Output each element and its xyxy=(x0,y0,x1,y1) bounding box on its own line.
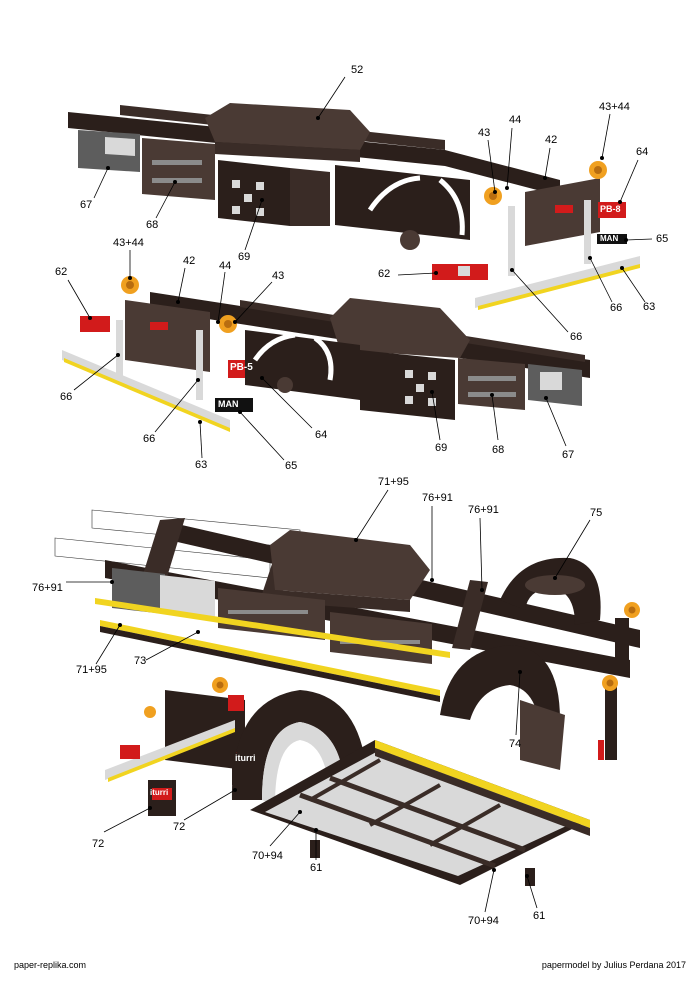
brand-decal-a: iturri xyxy=(150,788,169,797)
part-52b xyxy=(330,298,470,358)
plate-decal-b: PB-5 xyxy=(230,362,253,373)
plate-decal-a: PB-8 xyxy=(600,204,621,214)
label-part-66-mid-a: 66 xyxy=(60,391,73,403)
chassis-view-3 xyxy=(54,509,640,770)
label-part-75: 75 xyxy=(590,507,603,519)
part-74 xyxy=(440,645,560,740)
chassis-view-4 xyxy=(105,677,590,886)
chassis-view-2 xyxy=(62,276,590,432)
label-part-68-top: 68 xyxy=(146,219,159,231)
part-69b xyxy=(360,350,455,420)
label-part-72-b: 72 xyxy=(173,821,186,833)
label-part-76-91-b: 76+91 xyxy=(468,504,499,516)
label-part-72-a: 72 xyxy=(92,838,105,850)
label-part-42-top: 42 xyxy=(545,134,558,146)
label-part-64-top: 64 xyxy=(636,146,649,158)
label-part-74: 74 xyxy=(509,738,522,750)
label-part-65-mid: 65 xyxy=(285,460,298,472)
footer-credit: papermodel by Julius Perdana 2017 xyxy=(541,960,686,970)
label-part-67-mid: 67 xyxy=(562,449,575,461)
label-part-66-top-a: 66 xyxy=(570,331,583,343)
footer-site: paper-replika.com xyxy=(14,960,87,970)
label-part-71-95-bottom: 71+95 xyxy=(76,664,107,676)
label-part-43-44-top: 43+44 xyxy=(599,101,630,113)
label-part-65-top: 65 xyxy=(656,233,669,245)
part-68 xyxy=(142,138,215,200)
label-part-52: 52 xyxy=(351,64,364,76)
label-part-62-top: 62 xyxy=(378,268,391,280)
chassis-view-1 xyxy=(68,103,640,310)
leader-lines xyxy=(66,76,653,913)
label-part-68-mid: 68 xyxy=(492,444,505,456)
label-part-42-mid: 42 xyxy=(183,255,196,267)
part-69 xyxy=(218,160,290,226)
label-part-76-91-c: 76+91 xyxy=(32,582,63,594)
label-part-71-95-top: 71+95 xyxy=(378,476,409,488)
part-52 xyxy=(205,103,370,150)
label-part-67-top: 67 xyxy=(80,199,93,211)
label-part-61-b: 61 xyxy=(533,910,546,922)
label-part-44-top: 44 xyxy=(509,114,522,126)
label-part-73: 73 xyxy=(134,655,147,667)
label-part-70-94-a: 70+94 xyxy=(252,850,283,862)
label-part-66-mid-b: 66 xyxy=(143,433,156,445)
label-part-70-94-b: 70+94 xyxy=(468,915,499,927)
label-part-66-top-b: 66 xyxy=(610,302,623,314)
man-badge-b: MAN xyxy=(218,399,239,409)
label-part-63-top: 63 xyxy=(643,301,656,313)
label-part-43-mid: 43 xyxy=(272,270,285,282)
man-badge-a: MAN xyxy=(600,234,619,243)
brand-decal-b: iturri xyxy=(235,753,256,763)
part-68b xyxy=(458,358,525,410)
label-part-76-91-a: 76+91 xyxy=(422,492,453,504)
label-part-43-top: 43 xyxy=(478,127,491,139)
label-part-43-44-mid: 43+44 xyxy=(113,237,144,249)
label-part-69-top: 69 xyxy=(238,251,251,263)
label-part-69-mid: 69 xyxy=(435,442,448,454)
label-part-63-mid: 63 xyxy=(195,459,208,471)
part-75 xyxy=(500,557,601,625)
label-part-44-mid: 44 xyxy=(219,260,232,272)
label-part-62-mid: 62 xyxy=(55,266,68,278)
label-part-61-a: 61 xyxy=(310,862,323,874)
label-part-64-mid: 64 xyxy=(315,429,328,441)
